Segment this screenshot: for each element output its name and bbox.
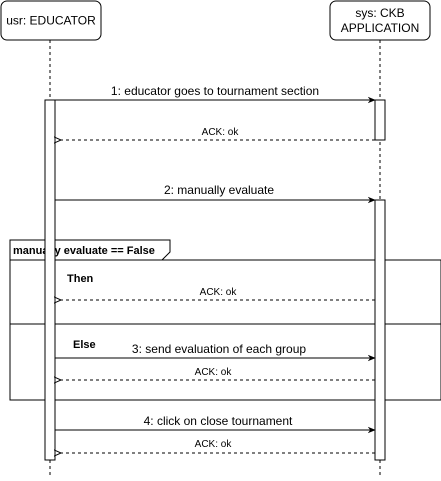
participant-educator[interactable]: usr: EDUCATOR (0, 0, 102, 41)
activation-bar-system-2 (374, 199, 386, 461)
message-label: 3: send evaluation of each group (132, 342, 306, 356)
reply-3[interactable]: ACK: ok (61, 367, 375, 380)
participant-box (329, 0, 431, 41)
message-2[interactable]: 2: manually evaluate (55, 183, 376, 204)
activation-bar-system-1 (374, 99, 386, 141)
message-3[interactable]: 3: send evaluation of each group (55, 342, 376, 362)
reply-label: ACK: ok (195, 439, 233, 450)
participant-box (0, 0, 102, 41)
message-4[interactable]: 4: click on close tournament (55, 414, 376, 434)
reply-label: ACK: ok (200, 287, 238, 298)
guard-then: Then (67, 273, 94, 285)
activation-bar-educator (44, 99, 56, 461)
reply-2[interactable]: ACK: ok (61, 287, 375, 300)
participant-label-line-1: sys: CKB (355, 6, 404, 20)
message-label: 2: manually evaluate (164, 183, 274, 197)
participant-system[interactable]: sys: CKB APPLICATION (329, 0, 431, 41)
reply-label: ACK: ok (195, 367, 233, 378)
fragment-frame (9, 259, 441, 401)
message-label: 4: click on close tournament (144, 414, 293, 428)
reply-4[interactable]: ACK: ok (61, 439, 375, 453)
message-1[interactable]: 1: educator goes to tournament section (55, 84, 376, 104)
participant-label-line-2: APPLICATION (341, 21, 419, 35)
reply-1[interactable]: ACK: ok (61, 127, 375, 140)
message-label: 1: educator goes to tournament section (111, 84, 319, 98)
participant-label: usr: EDUCATOR (6, 14, 96, 28)
reply-label: ACK: ok (202, 127, 240, 138)
guard-else: Else (73, 339, 96, 351)
fragment-operator-label: manually evaluate == False (13, 245, 155, 257)
